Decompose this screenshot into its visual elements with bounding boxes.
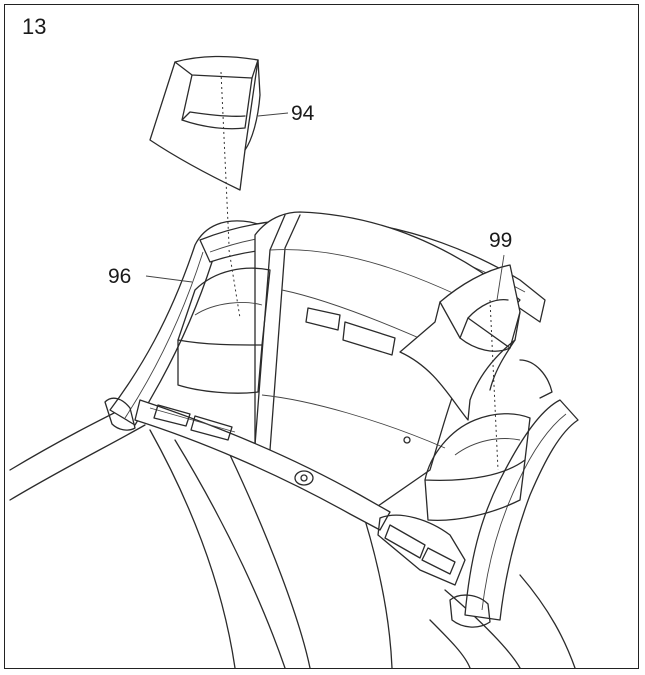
crossbar <box>134 399 466 586</box>
callout-part-99: 99 <box>489 229 513 252</box>
cup-holder-94 <box>149 55 261 191</box>
left-recess <box>177 267 271 394</box>
cup-holder-99 <box>399 264 521 421</box>
callout-part-94: 94 <box>291 102 315 125</box>
step-number: 13 <box>22 14 47 39</box>
right-handrail <box>449 359 579 628</box>
alignment-lines <box>220 71 499 471</box>
callout-part-96: 96 <box>108 265 132 288</box>
right-recess <box>424 413 531 521</box>
leader-lines <box>145 112 505 301</box>
